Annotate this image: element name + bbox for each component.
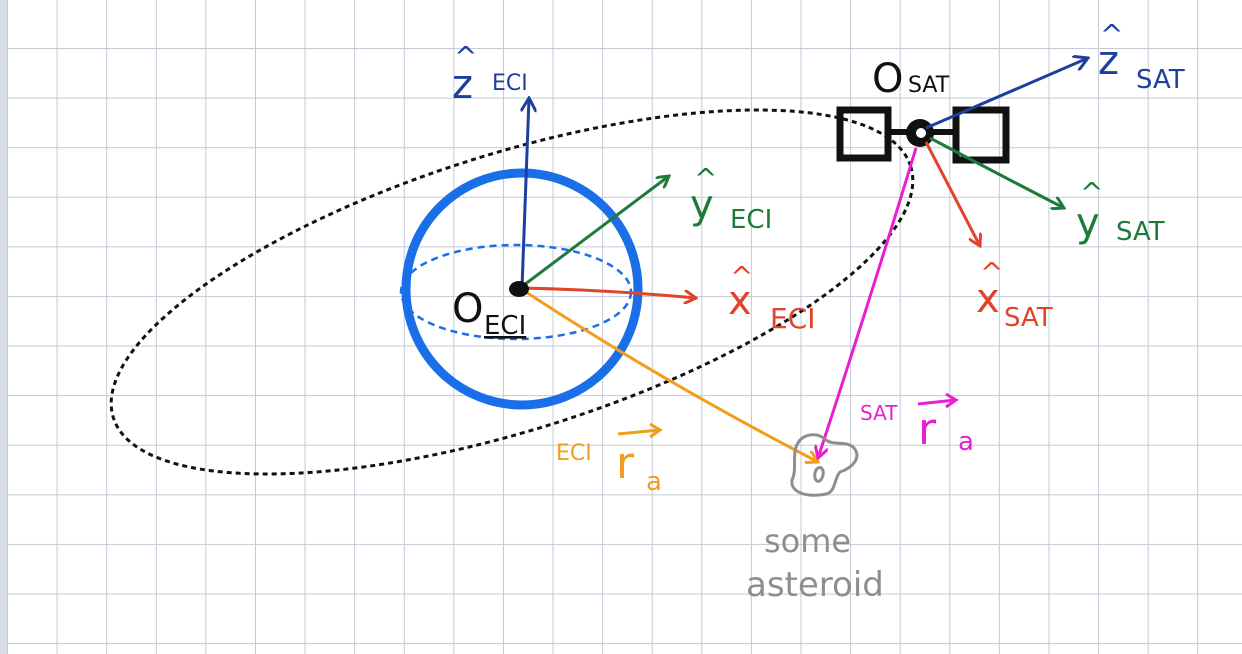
eci-origin-dot	[509, 281, 529, 297]
y-sat-arrow	[929, 136, 1064, 208]
y-eci-base: y	[690, 182, 714, 228]
z-sat-hat: ^	[1100, 18, 1123, 51]
x-sat-base: x	[976, 276, 1000, 322]
label-o-eci: O ECI	[452, 286, 526, 341]
r-eci-pre: ECI	[556, 441, 592, 466]
r-eci-sub: a	[646, 467, 662, 497]
y-eci-sub: ECI	[730, 205, 772, 235]
r-eci-vector-arrow	[617, 422, 663, 439]
x-sat-hat: ^	[980, 256, 1003, 289]
z-eci-arrow	[522, 98, 529, 289]
earth-circle	[401, 168, 643, 410]
y-sat-hat: ^	[1080, 176, 1103, 209]
z-sat-sub: SAT	[1136, 65, 1185, 95]
z-eci-sub: ECI	[492, 71, 528, 96]
y-sat-base: y	[1076, 200, 1100, 246]
o-sat-sub: SAT	[908, 73, 950, 98]
z-sat-arrow	[925, 58, 1088, 130]
x-eci-arrow	[521, 286, 696, 298]
label-x-eci: ^ x ECI	[728, 260, 816, 335]
o-sat-letter: O	[872, 56, 903, 102]
y-eci-hat: ^	[694, 162, 717, 195]
z-eci-hat: ^	[454, 40, 477, 73]
label-asteroid: some asteroid	[746, 522, 884, 605]
label-o-sat: O SAT	[872, 56, 950, 102]
z-eci-base: z	[452, 62, 473, 108]
r-sat-pre: SAT	[860, 401, 898, 425]
o-eci-letter: O	[452, 286, 483, 332]
label-y-eci: ^ y ECI	[690, 162, 772, 235]
label-y-sat: ^ y SAT	[1076, 176, 1165, 247]
r-eci-vector	[525, 290, 818, 462]
r-eci-base: r	[616, 438, 635, 489]
r-sat-sub: a	[958, 427, 974, 457]
x-eci-sub: ECI	[770, 302, 816, 335]
satellite-icon	[836, 106, 1010, 164]
label-r-sat: SAT r a	[860, 392, 974, 457]
x-sat-arrow	[924, 141, 980, 246]
x-sat-sub: SAT	[1004, 303, 1053, 333]
x-eci-hat: ^	[730, 260, 753, 293]
asteroid-label-line1: some	[764, 522, 851, 560]
label-z-sat: ^ z SAT	[1098, 18, 1185, 95]
asteroid-label-line2: asteroid	[746, 565, 884, 605]
o-eci-sub: ECI	[484, 311, 526, 341]
x-eci-base: x	[728, 278, 752, 324]
r-sat-base: r	[918, 404, 937, 455]
page-edge	[0, 0, 7, 654]
asteroid-icon	[790, 433, 859, 497]
z-sat-base: z	[1098, 38, 1119, 84]
label-z-eci: ^ z ECI	[452, 40, 528, 108]
r-sat-vector	[818, 147, 918, 458]
label-r-eci: ECI r a	[556, 422, 663, 497]
y-eci-arrow	[519, 176, 669, 290]
label-x-sat: ^ x SAT	[976, 256, 1053, 333]
r-sat-vector-arrow	[917, 392, 959, 409]
y-sat-sub: SAT	[1116, 217, 1165, 247]
